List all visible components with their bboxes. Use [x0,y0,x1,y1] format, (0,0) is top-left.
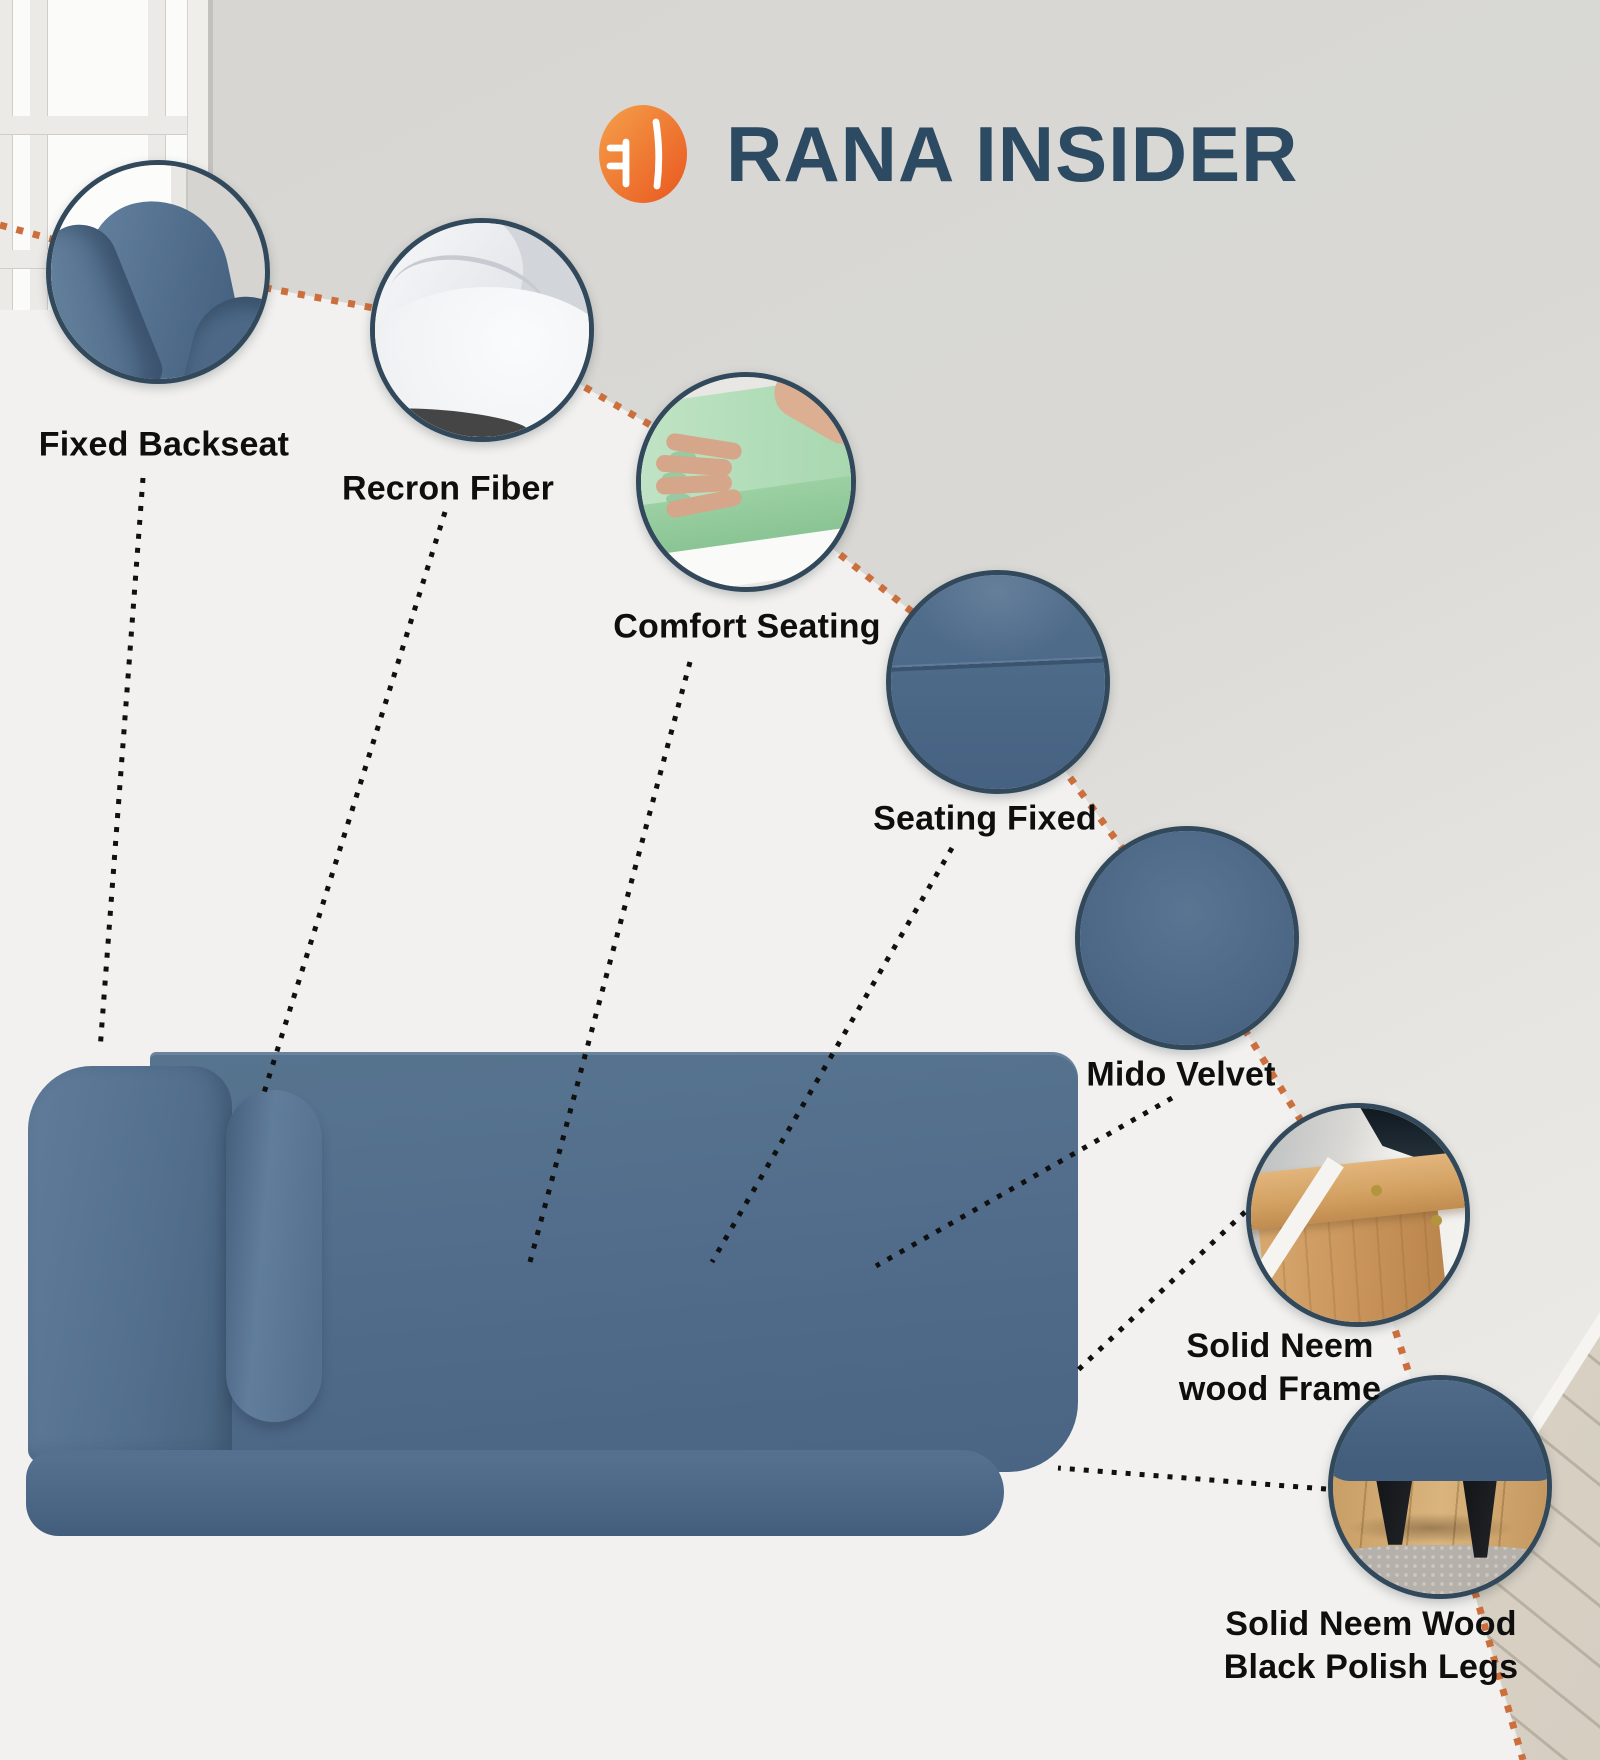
leader-line-comfort-seating [527,661,693,1263]
feature-circle-solid-neem-wood-frame [1246,1103,1470,1327]
feature-label-solid-neem-wood-frame: Solid Neem wood Frame [1179,1325,1381,1411]
leader-line-recron-fiber [260,511,448,1097]
feature-label-comfort-seating: Comfort Seating [613,606,880,649]
sofa-armrest [28,1066,232,1462]
leader-line-mido-velvet [874,1095,1174,1269]
feature-label-seating-fixed: Seating Fixed [873,798,1097,841]
fabric-photo [891,575,1105,789]
feature-label-line: Seating Fixed [873,799,1097,838]
wood-dowel [1370,1185,1382,1197]
velvet-photo [1080,831,1294,1045]
leader-line-solid-neem-wood-frame [1074,1210,1247,1374]
leader-line-fixed-backseat [97,477,146,1051]
fabric-highlight [912,575,1084,661]
feature-circle-solid-neem-wood-legs [1328,1375,1552,1599]
feature-circle-fixed-backseat [46,160,270,384]
feature-label-solid-neem-wood-legs: Solid Neem Wood Black Polish Legs [1224,1603,1518,1689]
sofa-bottom-photo [1333,1380,1547,1481]
feature-label-recron-fiber: Recron Fiber [342,468,554,511]
window-frame-shadow [208,0,213,310]
feature-circle-seating-fixed [886,570,1110,794]
wood-dowel [1430,1215,1442,1226]
feature-label-line: Recron Fiber [341,469,555,508]
leader-line-solid-neem-wood-legs [1057,1465,1327,1492]
sofa-seat-cushion [26,1450,1004,1536]
brand-title: RANA INSIDER [726,109,1299,198]
feature-circle-comfort-seating [636,372,856,592]
feature-label-fixed-backseat: Fixed Backseat [39,424,289,467]
sofa-bolster-cushion [226,1090,322,1422]
feature-label-line: Fixed Backseat [38,425,290,464]
window-mullion-horizontal [0,116,208,134]
feature-label-line: wood Frame [1178,1370,1382,1408]
leader-line-seating-fixed [709,846,955,1264]
feature-circle-mido-velvet [1075,826,1299,1050]
feature-label-line: Solid Neem [1186,1327,1374,1365]
feature-label-line: Mido Velvet [1086,1055,1276,1094]
feature-label-line: Solid Neem Wood [1225,1605,1517,1643]
rug-photo [1333,1544,1547,1594]
feature-circle-recron-fiber [370,218,594,442]
feature-label-line: Comfort Seating [613,607,881,646]
legs-floor-photo [1333,1472,1547,1554]
window-frame-left [0,0,12,310]
chair-icon [599,105,687,203]
feature-label-mido-velvet: Mido Velvet [1086,1054,1275,1097]
header: RANA INSIDER [598,104,1298,204]
feature-label-line: Black Polish Legs [1223,1648,1519,1686]
